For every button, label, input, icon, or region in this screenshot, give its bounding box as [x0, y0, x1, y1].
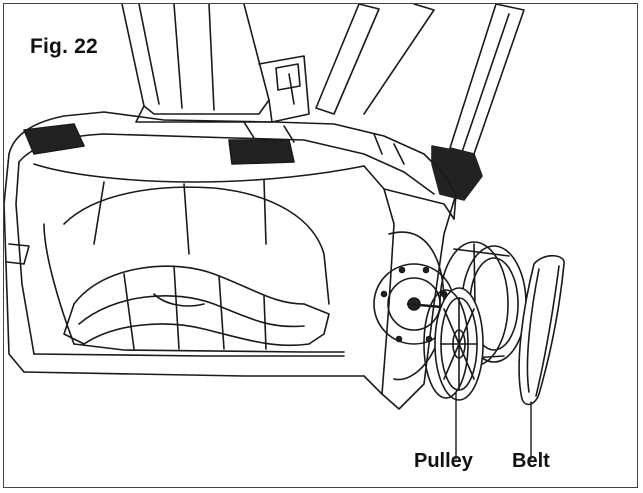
- auger-housing: [4, 153, 365, 377]
- drive-belt: [518, 254, 565, 460]
- discharge-chute: [121, 4, 310, 123]
- auger: [63, 265, 330, 350]
- housing-top: [8, 111, 457, 220]
- pulley-callout: Pulley: [414, 450, 473, 472]
- belt-callout: Belt: [512, 450, 550, 472]
- handle-bars: [315, 4, 525, 201]
- pulley-wheel: [423, 287, 484, 460]
- figure-label: Fig. 22: [30, 35, 98, 58]
- snow-thrower-illustration: [4, 4, 565, 460]
- figure-frame: Fig. 22 Pulley Belt: [3, 3, 638, 488]
